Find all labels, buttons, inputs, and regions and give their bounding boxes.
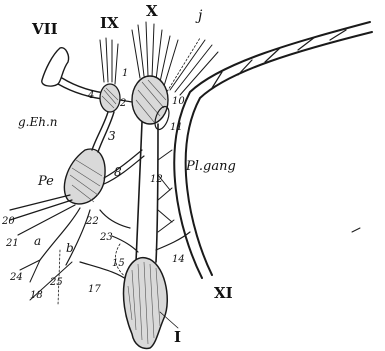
label-I: I bbox=[174, 328, 181, 346]
label-a: a bbox=[34, 234, 41, 248]
label-IX: IX bbox=[100, 14, 119, 32]
label-3: 3 bbox=[108, 129, 116, 143]
branch-20b bbox=[10, 200, 72, 220]
label-j: j bbox=[195, 8, 203, 24]
label-2: 2 bbox=[119, 98, 126, 109]
label-14: 14 bbox=[172, 254, 185, 265]
branch-24 bbox=[20, 260, 40, 282]
branch-23 bbox=[112, 236, 138, 252]
label-XI: XI bbox=[214, 284, 233, 302]
label-g-eh-n: g.Eh.n bbox=[18, 115, 58, 129]
branch-21 bbox=[18, 205, 75, 235]
label-4: 4 bbox=[87, 90, 94, 101]
stray-mark bbox=[352, 228, 360, 232]
label-b: b bbox=[66, 241, 74, 255]
plexus-12 bbox=[158, 150, 174, 232]
label-25: 25 bbox=[49, 277, 63, 288]
label-17: 17 bbox=[88, 284, 101, 295]
branch-20 bbox=[10, 195, 70, 210]
label-23: 23 bbox=[99, 232, 113, 243]
label-pl-gang: Pl.gang bbox=[185, 159, 236, 174]
label-24: 24 bbox=[9, 272, 23, 283]
label-1: 1 bbox=[122, 68, 128, 79]
ix-ganglion bbox=[100, 84, 120, 112]
x-trunk-left bbox=[136, 122, 142, 262]
j-strands bbox=[170, 40, 218, 95]
pl-gang-trunk-outer bbox=[186, 32, 372, 275]
label-21: 21 bbox=[5, 238, 19, 249]
label-8: 8 bbox=[114, 165, 122, 179]
label-18: 18 bbox=[30, 290, 43, 301]
branch-22 bbox=[100, 210, 130, 228]
x-trunk-right bbox=[156, 124, 158, 262]
label-12: 12 bbox=[150, 174, 163, 185]
vii-ganglion-outline bbox=[42, 48, 69, 86]
ix-roots bbox=[100, 38, 118, 84]
label-pe: Pe bbox=[37, 174, 54, 189]
connection-8 bbox=[104, 150, 142, 178]
label-X: X bbox=[146, 2, 158, 20]
label-VII: VII bbox=[31, 20, 58, 38]
label-10: 10 bbox=[172, 96, 185, 107]
ix-to-pe-nerve bbox=[92, 112, 108, 150]
label-20: 20 bbox=[1, 216, 15, 227]
label-22: 22 bbox=[85, 216, 99, 227]
label-15: 15 bbox=[112, 258, 125, 269]
connection-8b bbox=[104, 156, 144, 184]
label-11: 11 bbox=[170, 122, 183, 133]
